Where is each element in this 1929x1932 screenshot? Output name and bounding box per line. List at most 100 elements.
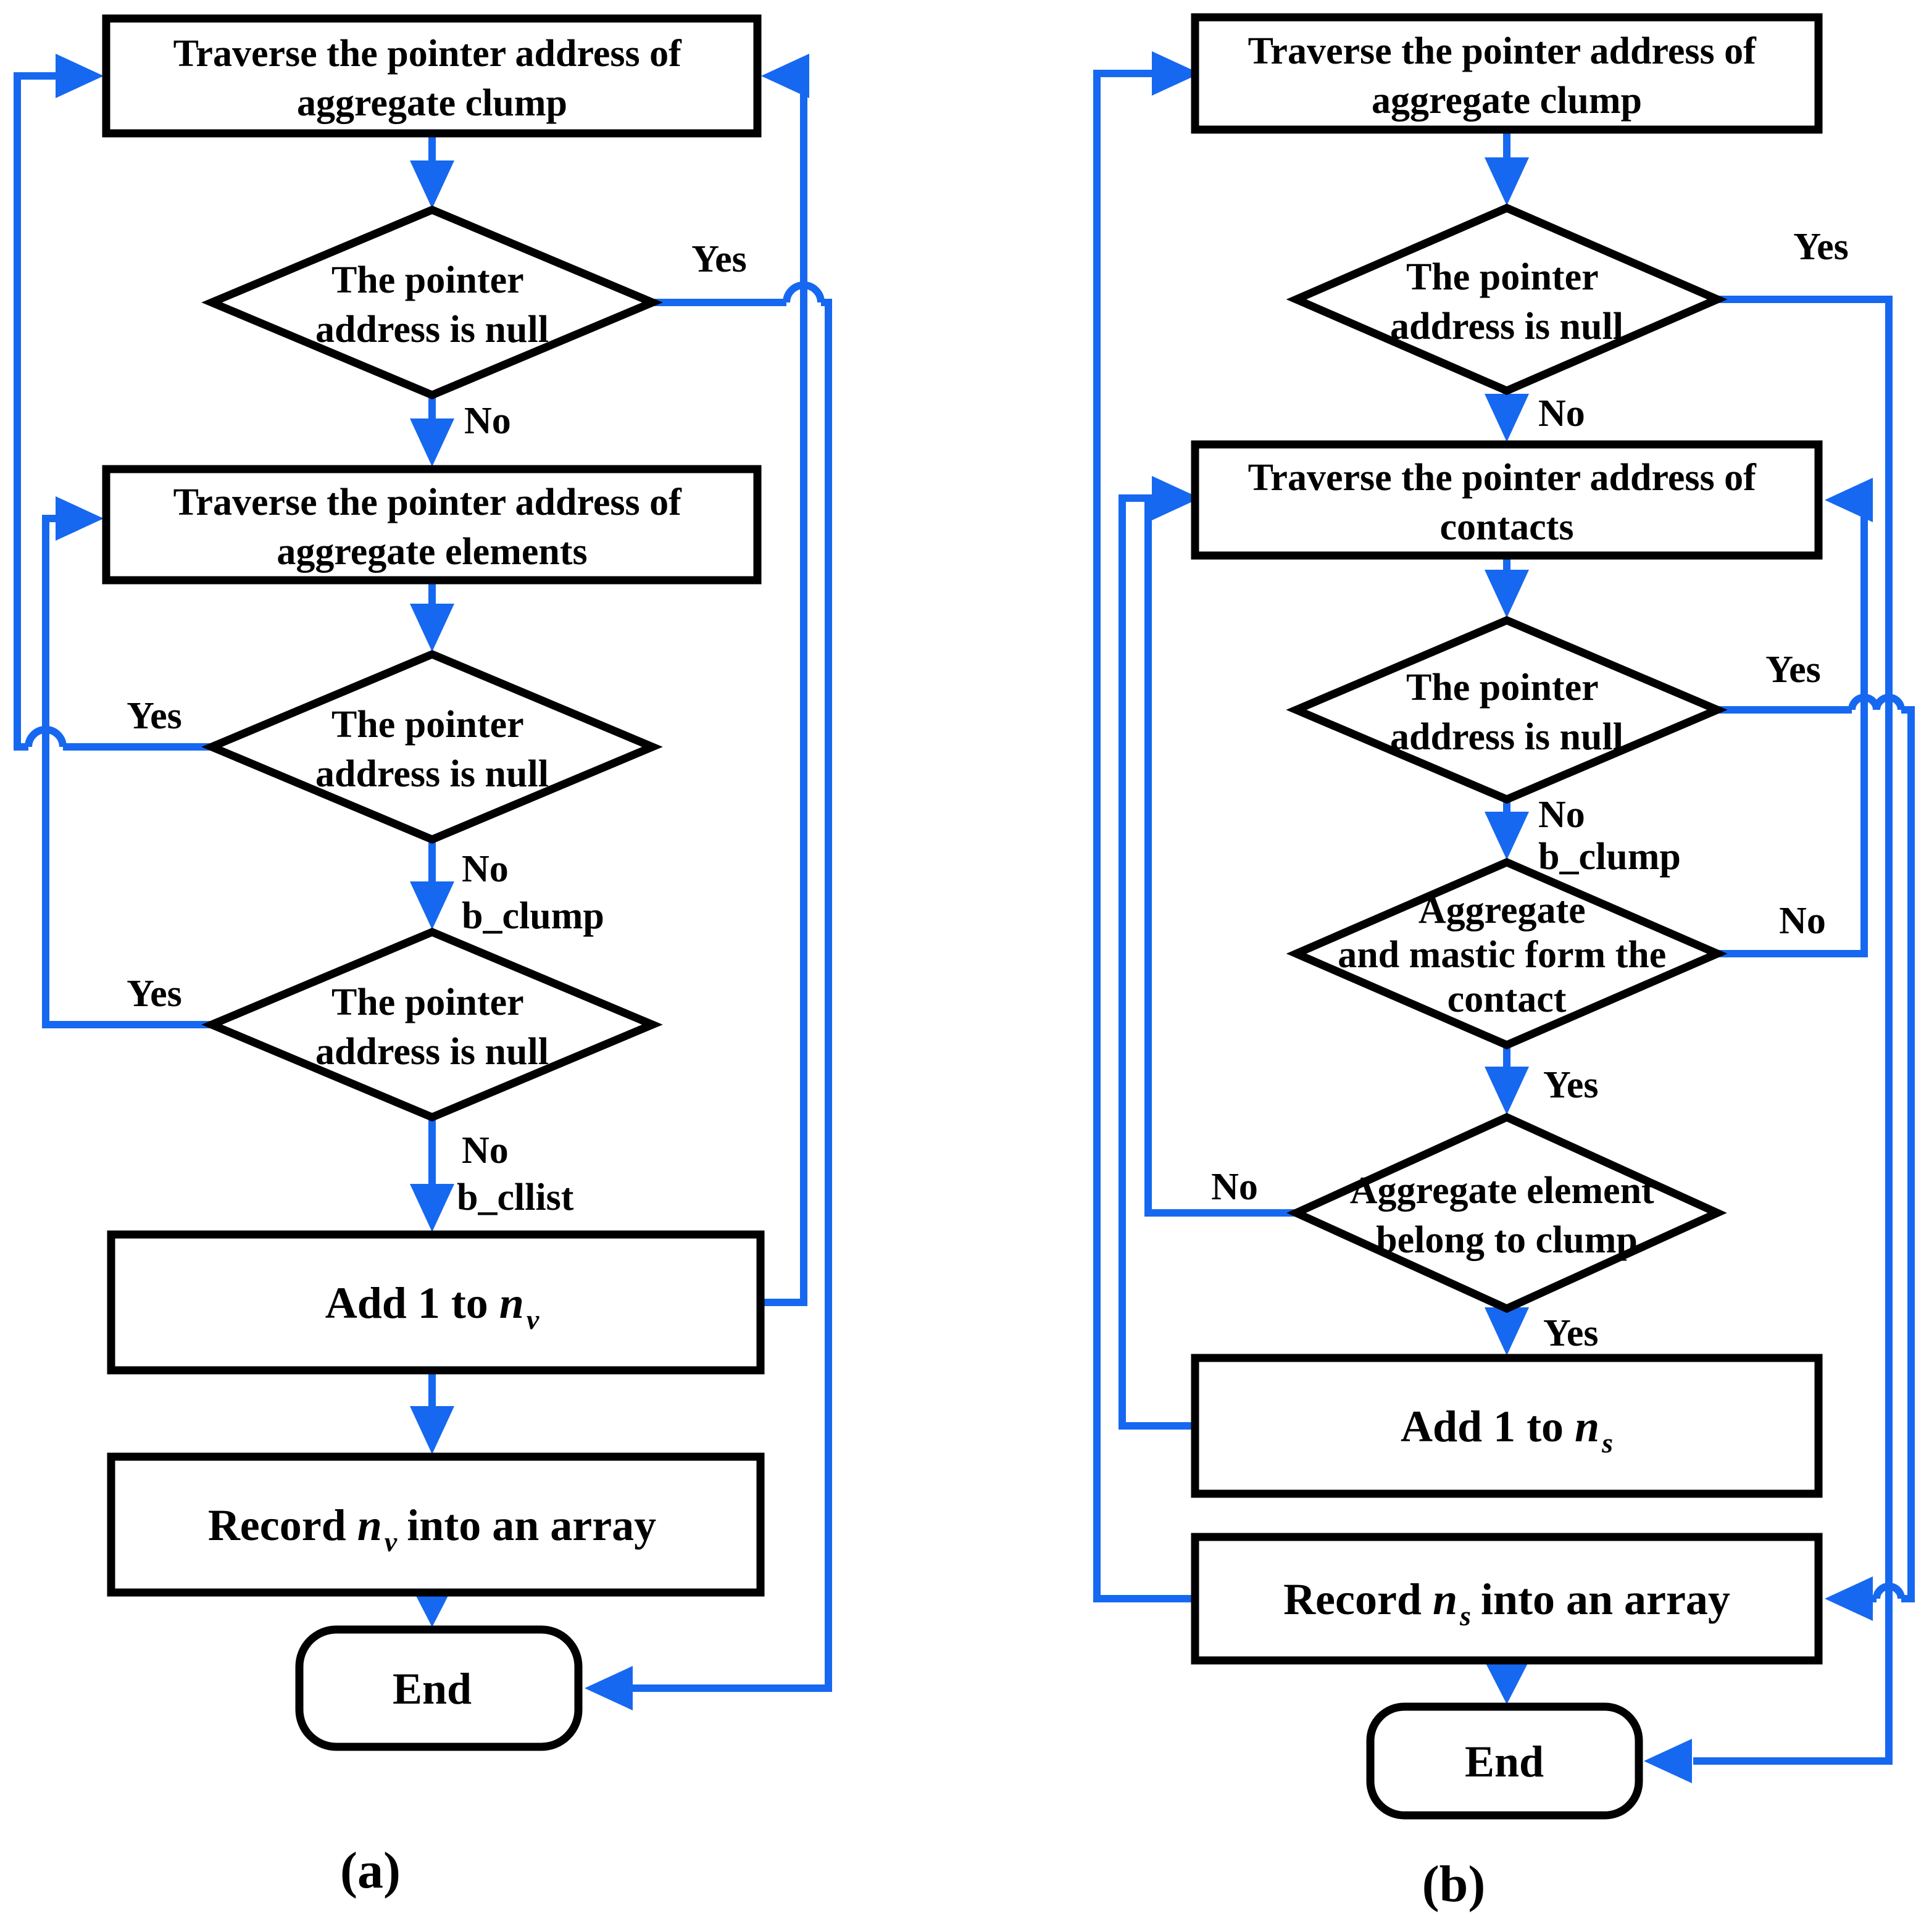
arrowhead-down-icon (410, 604, 454, 652)
edge-b-bridge-hop (1873, 1583, 1905, 1599)
flowchart-panel-a: Traverse the pointer address of aggregat… (14, 14, 832, 1899)
process-box (1191, 1533, 1823, 1665)
decision-diamond (1286, 1112, 1727, 1314)
arrowhead-down-icon (1485, 812, 1529, 860)
edge-label-branch-tag: b_clump (1538, 836, 1681, 878)
node-label: The pointer address is null (1390, 256, 1623, 348)
edge-label-no: No (462, 848, 509, 890)
edge-a-null3-yes-to-elements (42, 515, 212, 1028)
arrowhead-down-icon (1485, 1661, 1529, 1704)
node-label: The pointer address is null (315, 981, 549, 1073)
node-label: End (393, 1664, 472, 1713)
edge-b-mastic-no-to-contacts (1717, 496, 1873, 957)
arrowhead-left-icon (1825, 1576, 1873, 1621)
node-label: The pointer address is null (1390, 667, 1623, 758)
edge-label-yes: Yes (691, 238, 747, 280)
arrowhead-down-icon (1485, 157, 1529, 206)
arrowhead-down-icon (410, 418, 454, 467)
arrowhead-right-icon (1152, 51, 1200, 96)
panel-caption-b: (b) (1422, 1855, 1486, 1913)
edge-b-null1-yes-to-end (1693, 296, 1893, 1765)
arrowhead-left-icon (585, 1666, 633, 1710)
arrowhead-down-icon (1485, 394, 1529, 442)
arrowhead-down-icon (1485, 570, 1529, 618)
node-b-end: End (1366, 1702, 1643, 1820)
decision-diamond (201, 649, 663, 844)
edge-label-yes: Yes (127, 973, 182, 1015)
process-box (107, 1230, 765, 1375)
edge-label-no: No (1211, 1166, 1258, 1208)
node-label: The pointer address is null (315, 704, 549, 795)
arrowhead-down-icon (410, 160, 454, 209)
edge-label-branch-tag: b_clump (462, 895, 604, 937)
arrowhead-left-icon (1825, 478, 1873, 522)
node-a-null1: The pointer address is null (201, 205, 663, 400)
arrowhead-down-icon (1485, 1307, 1529, 1355)
node-label: Traverse the pointer address of contacts (1248, 457, 1766, 548)
node-a-traverse-elements: Traverse the pointer address of aggregat… (102, 465, 762, 585)
decision-diamond (1286, 857, 1728, 1050)
process-box (102, 14, 762, 138)
process-box (1191, 1354, 1823, 1498)
edge-label-no: No (462, 1130, 509, 1172)
decision-diamond (201, 927, 663, 1122)
node-a-null2: The pointer address is null (201, 649, 663, 844)
edge-label-yes: Yes (1543, 1312, 1599, 1354)
arrowhead-down-icon (410, 881, 454, 930)
node-label: Traverse the pointer address of aggregat… (173, 33, 691, 124)
process-box (107, 1452, 765, 1597)
node-label: End (1465, 1737, 1544, 1786)
flowchart-panel-b: Traverse the pointer address of aggregat… (1093, 13, 1915, 1913)
edge-label-yes: Yes (1765, 649, 1821, 691)
terminator-box (295, 1625, 583, 1751)
decision-diamond (1286, 615, 1728, 804)
edge-a-null2-yes-to-clump (14, 72, 212, 751)
node-label: Traverse the pointer address of aggregat… (1248, 30, 1766, 122)
node-label: The pointer address is null (315, 259, 549, 351)
terminator-box (1366, 1702, 1643, 1820)
node-a-end: End (295, 1625, 583, 1751)
process-box (1191, 13, 1823, 134)
node-b-null1: The pointer address is null (1286, 203, 1728, 396)
edge-b-add-loop-to-contacts (1119, 494, 1195, 1430)
node-b-null2: The pointer address is null (1286, 615, 1728, 804)
edge-b-belong-no-to-contacts (1144, 498, 1296, 1217)
node-b-traverse-clump: Traverse the pointer address of aggregat… (1191, 13, 1823, 134)
arrowhead-left-icon (1644, 1739, 1692, 1783)
edge-label-no: No (464, 400, 511, 442)
arrowhead-right-icon (1152, 476, 1200, 520)
arrowhead-right-icon (56, 496, 104, 541)
node-label: Traverse the pointer address of aggregat… (173, 481, 691, 573)
arrowhead-down-icon (1485, 1067, 1529, 1115)
edge-label-no: No (1779, 900, 1826, 942)
edge-a-add-loop-to-clump (760, 72, 809, 1306)
edge-label-no: No (1538, 794, 1585, 836)
node-a-traverse-clump: Traverse the pointer address of aggregat… (102, 14, 762, 138)
node-label: Aggregate element belong to clump (1350, 1170, 1664, 1261)
edge-label-branch-tag: b_cllist (457, 1176, 574, 1218)
arrowhead-down-icon (410, 1406, 454, 1454)
arrowhead-left-icon (761, 54, 809, 98)
edge-label-yes: Yes (1793, 226, 1849, 268)
edge-label-yes: Yes (127, 695, 182, 737)
arrowhead-down-icon (410, 1184, 454, 1232)
node-b-traverse-contacts: Traverse the pointer address of contacts (1191, 440, 1823, 560)
edge-b-bridge-hop (1848, 694, 1905, 710)
decision-diamond (1286, 203, 1728, 396)
arrowhead-right-icon (56, 54, 104, 98)
edge-b-record-loop-to-clump (1093, 70, 1195, 1602)
node-a-null3: The pointer address is null (201, 927, 663, 1122)
node-label: Aggregate and mastic form the contact (1338, 889, 1676, 1020)
node-b-mastic-contact: Aggregate and mastic form the contact (1286, 857, 1728, 1050)
edge-label-yes: Yes (1543, 1064, 1599, 1106)
